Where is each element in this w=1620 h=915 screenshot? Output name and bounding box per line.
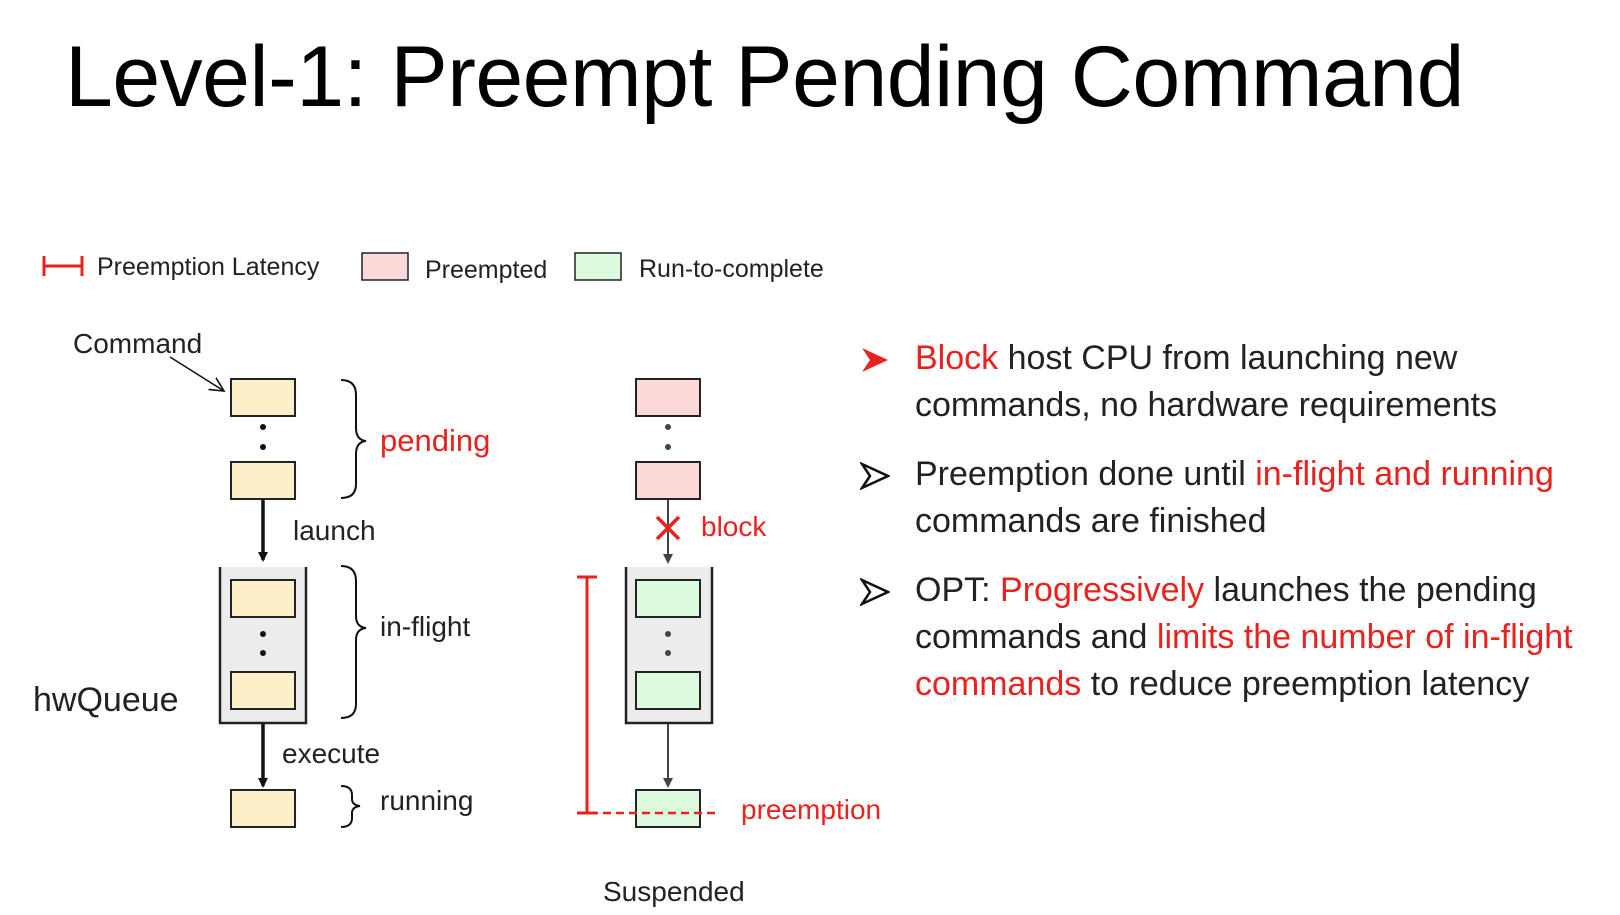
ellipsis-dot bbox=[665, 650, 671, 656]
preemption-latency-bracket bbox=[577, 575, 597, 815]
run-command-box-1 bbox=[635, 579, 701, 618]
inflight-command-box-2 bbox=[230, 671, 296, 710]
legend-latency-icon bbox=[42, 256, 84, 276]
running-command-box bbox=[230, 789, 296, 828]
in-flight-label: in-flight bbox=[380, 611, 471, 642]
ellipsis-dot bbox=[665, 631, 671, 637]
preempted-command-box-1 bbox=[635, 378, 701, 417]
arrowhead-bullet-icon bbox=[860, 577, 890, 607]
execute-label: execute bbox=[282, 738, 381, 769]
legend-latency-label: Preemption Latency bbox=[97, 253, 320, 281]
command-label: Command bbox=[73, 328, 203, 359]
preemption-label: preemption bbox=[741, 794, 882, 825]
bullet-2-part-1: Preemption done until bbox=[915, 455, 1256, 493]
slide-title: Level-1: Preempt Pending Command bbox=[65, 29, 1464, 125]
bullet-3-part-2: Progressively bbox=[1000, 571, 1205, 609]
ellipsis-dot bbox=[665, 424, 671, 430]
pending-brace bbox=[340, 379, 367, 499]
ellipsis-dot bbox=[260, 631, 266, 637]
running-brace bbox=[340, 785, 361, 828]
bullet-3-part-3: launches the pending commands and bbox=[915, 571, 1537, 656]
bullet-item-opt: OPT: Progressively launches the pending … bbox=[860, 567, 1600, 708]
ellipsis-dot bbox=[260, 650, 266, 656]
bullet-3-part-1: OPT: bbox=[915, 571, 1001, 609]
bullet-2-part-3: commands are finished bbox=[915, 502, 1267, 540]
legend-preempted-label: Preempted bbox=[425, 256, 548, 284]
bullet-item-block: Block host CPU from launching new comman… bbox=[860, 335, 1600, 429]
bullet-3-part-5: to reduce preemption latency bbox=[1081, 665, 1530, 703]
command-pointer-arrow bbox=[169, 356, 224, 391]
bullet-3-part-4: limits the number of in-flight commands bbox=[915, 618, 1573, 703]
ellipsis-dot bbox=[665, 444, 671, 450]
legend-preempted-swatch bbox=[361, 252, 409, 281]
ellipsis-dot bbox=[260, 424, 266, 430]
bullet-item-preemption: Preemption done until in-flight and runn… bbox=[860, 451, 1600, 545]
block-x-icon bbox=[655, 515, 681, 541]
hwqueue-label: hwQueue bbox=[33, 681, 179, 719]
bullet-2-part-2: in-flight and running bbox=[1255, 455, 1554, 493]
launch-label: launch bbox=[293, 515, 376, 546]
suspended-label: Suspended bbox=[603, 876, 745, 907]
legend-run-to-complete-label: Run-to-complete bbox=[639, 255, 824, 283]
pending-command-box-1 bbox=[230, 378, 296, 417]
bullet-1-part-2: host CPU from launching new commands, no… bbox=[915, 339, 1498, 424]
run-command-box-running bbox=[635, 789, 701, 828]
arrowhead-bullet-icon bbox=[860, 461, 890, 491]
pending-label: pending bbox=[380, 423, 491, 458]
block-label: block bbox=[701, 511, 767, 542]
run-command-box-2 bbox=[635, 671, 701, 710]
bullet-1-part-1: Block bbox=[915, 339, 999, 377]
legend-run-to-complete-swatch bbox=[574, 252, 622, 281]
ellipsis-dot bbox=[260, 444, 266, 450]
preempted-command-box-2 bbox=[635, 461, 701, 500]
bullet-list: Block host CPU from launching new comman… bbox=[860, 335, 1600, 730]
inflight-brace bbox=[340, 565, 367, 719]
red-arrowhead-bullet-icon bbox=[862, 348, 888, 372]
running-label: running bbox=[380, 785, 474, 816]
inflight-command-box-1 bbox=[230, 579, 296, 618]
pending-command-box-2 bbox=[230, 461, 296, 500]
